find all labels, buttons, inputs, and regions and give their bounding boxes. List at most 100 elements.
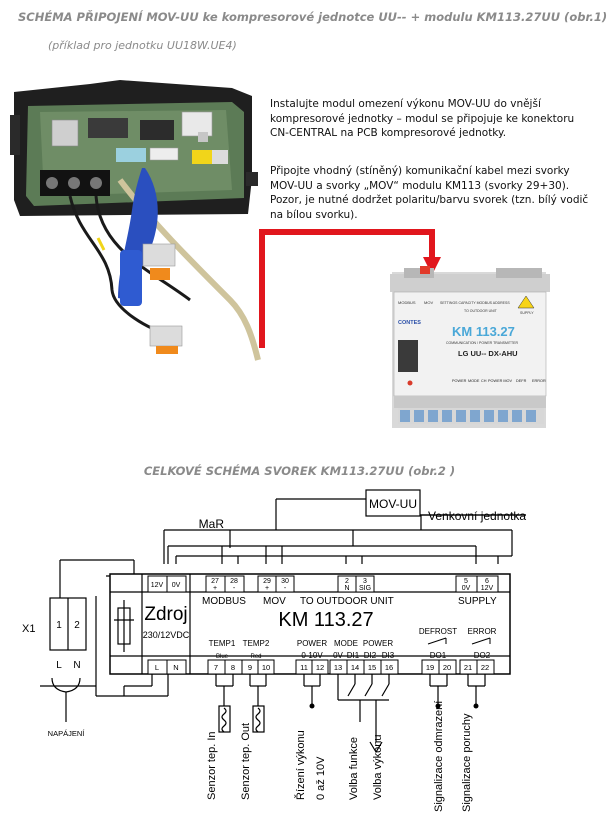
term-15: 15 [368,663,376,672]
term-13: 13 [334,663,342,672]
photo-label-outdoor: TO OUTDOOR UNIT [464,309,498,313]
label-to-outdoor: TO OUTDOOR UNIT [300,596,394,607]
term-2: 2 [345,578,349,585]
instruction-paragraph-2: Připojte vhodný (stíněný) komunikační ka… [270,165,589,221]
term-22: 22 [481,663,489,672]
label-do2: DO2 [474,651,491,660]
mov-uu-label: MOV-UU [369,497,417,511]
photo-led-ch: CH [481,379,487,383]
label-error: ERROR [468,627,497,636]
term-28: 28 [230,578,238,585]
term-12v: 12V [151,582,164,589]
label-temp2-color: Red [250,654,261,660]
fault-signal-label: Signalizace poruchy [461,713,473,812]
term-30: 30 [281,578,289,585]
x1-pin-1: 1 [56,620,62,631]
term-29: 29 [263,578,271,585]
term-16: 16 [385,663,393,672]
term-12: 12 [316,663,324,672]
km113-module-photo: MODBUS MOV SETTINGS CAPACITY MODBUS ADDR… [390,266,550,428]
sensor-out-label: Senzor tep. Out [240,723,252,800]
label-mode: MODE [334,639,358,648]
mov-uu-box [365,489,421,517]
x1-l-label: L [56,660,62,671]
power-spec: 230/12VDC [143,630,190,640]
section-title: CELKOVÉ SCHÉMA SVOREK KM113.27UU (obr.2 … [143,464,456,478]
page-subtitle: (příklad pro jednotku UU18W.UE4) [48,39,237,52]
label-power: POWER [297,639,327,648]
term-7: 7 [214,663,218,672]
power-select-label: Volba výkonu [372,735,384,800]
photo-led-mode: MODE [468,379,480,383]
relay-contact-icon [427,637,491,645]
photo-subtitle: COMMUNICATION / POWER TRANSMITTER [446,341,518,345]
label-power-2: POWER [363,639,393,648]
label-defrost: DEFROST [419,627,457,636]
photo-label-mov: MOV [424,300,433,305]
photo-led-power: POWER [452,379,467,383]
sensor-in-label: Senzor tep. In [206,732,218,801]
power-control-range-label: 0 až 10V [315,756,327,800]
label-supply: SUPPLY [458,596,497,607]
term-l: L [155,663,159,672]
term-6: 6 [485,578,489,585]
term-11: 11 [300,663,308,672]
defrost-signal-label: Signalizace odmrazení [433,701,445,812]
label-mode-0v: 0V [333,651,343,660]
term-19: 19 [426,663,434,672]
photo-led-error: ERROR [532,379,546,383]
connection-arrow [259,229,441,348]
supply-label: NAPÁJENÍ [48,729,86,738]
mov-uu-pcb-photo [10,80,261,361]
term-20: 20 [443,663,451,672]
photo-led-defr: DEFR [516,379,527,383]
label-di2: DI2 [364,651,377,660]
module-name: KM 113.27 [278,609,373,631]
label-modbus: MODBUS [202,596,246,607]
label-do1: DO1 [430,651,447,660]
photo-label-supply: SUPPLY [520,311,534,315]
output-wires [215,674,486,706]
label-mov: MOV [263,596,286,607]
term-21: 21 [464,663,472,672]
label-di1: DI1 [347,651,360,660]
terminal-dot-icon [309,703,479,709]
label-temp2: TEMP2 [243,639,270,648]
label-temp1-color: Blue [216,654,229,660]
term-6-sign: 12V [481,585,494,592]
label-power-range: 0-10V [301,651,323,660]
photo-label-settings: SETTINGS CAPACITY MODBUS ADDRESS [440,301,510,305]
term-3-sign: SIG [359,585,371,592]
term-0v: 0V [172,582,181,589]
page-title: SCHÉMA PŘIPOJENÍ MOV-UU ke kompresorové … [18,10,607,24]
sensor-icon [218,705,265,733]
photo-led-power-mov: POWER MOV [488,379,513,383]
mar-label: MaR [199,517,225,531]
x1-label: X1 [22,623,35,635]
photo-model: KM 113.27 [452,324,515,339]
term-27-sign: + [213,585,217,592]
term-2-sign: N [344,585,349,592]
term-n: N [173,663,178,672]
power-control-label: Řízení výkonu [294,730,307,800]
term-27: 27 [211,578,219,585]
x1-n-label: N [73,660,80,671]
term-3: 3 [363,578,367,585]
x1-pin-2: 2 [74,620,80,631]
photo-variant: LG UU-- DX-AHU [458,349,518,358]
term-28-sign: - [233,585,236,592]
term-5: 5 [464,578,468,585]
term-29-sign: + [265,585,269,592]
instruction-paragraph-1: Instalujte modul omezení výkonu MOV-UU d… [270,98,575,139]
term-8: 8 [231,663,235,672]
label-di3: DI3 [382,651,395,660]
label-temp1: TEMP1 [209,639,236,648]
photo-label-modbus: MODBUS [398,300,416,305]
outdoor-unit-label: Venkovní jednotka [428,509,526,523]
photo-brand: CONTES [398,320,421,326]
term-30-sign: - [284,585,287,592]
term-10: 10 [262,663,270,672]
term-9: 9 [248,663,252,672]
power-block-label: Zdroj [144,604,187,625]
